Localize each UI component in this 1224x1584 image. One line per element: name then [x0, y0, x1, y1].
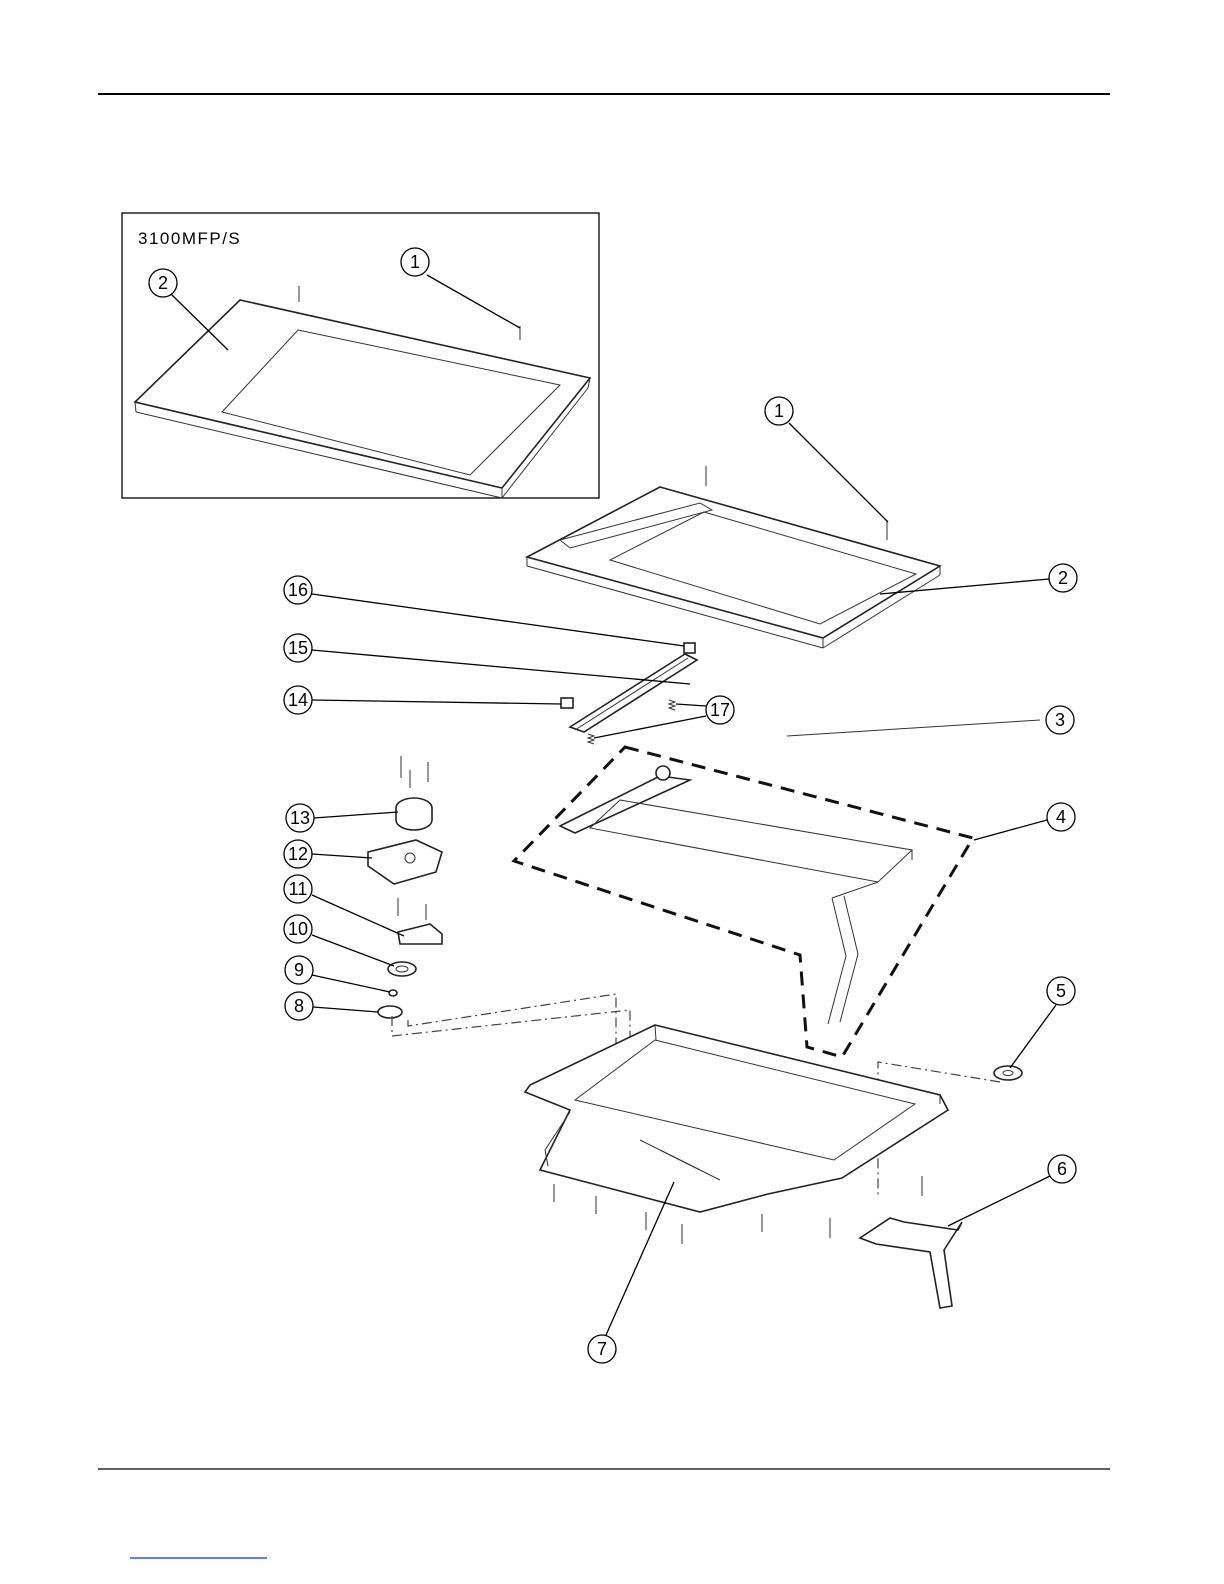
- spring-17-b: [588, 734, 594, 744]
- inset-model-label: 3100MFP/S: [138, 229, 241, 248]
- flat-cable-6: [860, 1218, 962, 1308]
- svg-text:2: 2: [158, 273, 168, 293]
- svg-text:9: 9: [294, 960, 304, 980]
- carriage-assembly: [514, 747, 973, 1057]
- svg-text:2: 2: [1058, 568, 1068, 588]
- holder-part-14: [561, 698, 573, 708]
- callout-8: 8: [285, 992, 378, 1020]
- callout-1: 1: [765, 397, 888, 522]
- callout-3: 3: [1046, 706, 1074, 734]
- callout-7: 7: [588, 1182, 674, 1363]
- svg-text:1: 1: [774, 401, 784, 421]
- svg-text:15: 15: [288, 638, 308, 658]
- svg-text:6: 6: [1057, 1159, 1067, 1179]
- callout-4: 4: [974, 803, 1075, 840]
- glass-holder-bar: [570, 654, 697, 732]
- svg-text:4: 4: [1056, 807, 1066, 827]
- spring-17-a: [669, 700, 675, 710]
- callout-12: 12: [284, 840, 372, 868]
- svg-text:5: 5: [1056, 981, 1066, 1001]
- svg-text:16: 16: [288, 580, 308, 600]
- svg-text:8: 8: [294, 996, 304, 1016]
- gear-bracket-11: [398, 924, 442, 944]
- callout-16: 16: [284, 576, 684, 646]
- inset-box: 3100MFP/S 1 2: [122, 213, 599, 498]
- mount-screws: [398, 756, 428, 920]
- gear-10: [388, 962, 416, 976]
- svg-text:1: 1: [410, 252, 420, 272]
- motor-bracket-12: [368, 840, 442, 884]
- callout-9: 9: [285, 956, 390, 992]
- svg-text:12: 12: [288, 844, 308, 864]
- gear-8: [378, 1006, 402, 1018]
- bracket-part-16: [684, 643, 695, 653]
- svg-text:17: 17: [710, 700, 730, 720]
- washer-9: [389, 990, 397, 996]
- svg-text:3: 3: [1055, 710, 1065, 730]
- callout-14: 14: [284, 686, 561, 714]
- svg-text:13: 13: [290, 808, 310, 828]
- svg-text:11: 11: [289, 879, 308, 899]
- callout-15: 15: [284, 634, 690, 684]
- scanner-base-frame: [525, 1025, 948, 1212]
- callout-5: 5: [1010, 977, 1075, 1068]
- svg-text:14: 14: [288, 690, 308, 710]
- svg-text:7: 7: [597, 1339, 607, 1359]
- svg-text:10: 10: [288, 919, 308, 939]
- callout-13: 13: [286, 804, 398, 832]
- motor-13: [396, 798, 432, 830]
- pin-part-3: [787, 720, 1040, 736]
- gear-5: [994, 1066, 1022, 1080]
- callout-6: 6: [948, 1155, 1076, 1226]
